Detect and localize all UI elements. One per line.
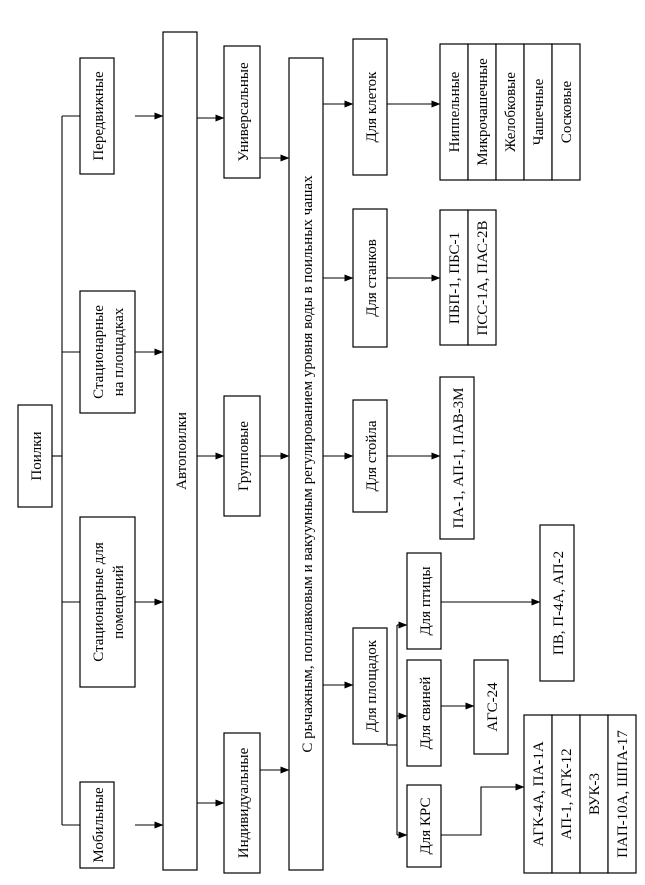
type-indoor-line1: Стационарные для [91,542,107,662]
purpose-sites-label: Для площадок [364,639,380,732]
purpose-cages-label: Для клеток [364,71,380,143]
auto-drinkers-node: Автопоилки [162,31,198,871]
root-label: Поилки [29,431,45,480]
purpose-stall: Для стойла [352,399,388,513]
type-portable-label: Передвижные [91,71,107,161]
purpose-sites: Для площадок [352,627,388,745]
type-site: Стационарные на площадках [79,290,136,414]
animal-cattle: Для КРС [406,784,442,868]
models-cattle: АГК-4А, ПА-1А АП-1, АГК-12 ВУК-3 ПАП-10А… [523,714,637,874]
kind-group-label: Групповые [236,421,252,491]
type-site-line1: Стационарные [91,305,107,399]
model-machines-2: ПСС-1А, ПАС-2В [475,220,491,335]
animal-birds-label: Для птицы [418,566,434,635]
model-cattle-1: АГК-4А, ПА-1А [531,741,547,846]
kind-individual: Индивидуальные [223,732,261,874]
type-mobile-label: Мобильные [91,787,107,863]
regulation-node: С рычажным, поплавковым и вакуумным регу… [288,57,324,871]
model-cages-4: Чашечные [531,78,547,145]
models-cages: Ниппельные Микрочашечные Желобковые Чаше… [439,43,581,181]
model-stall: ПА-1, АП-1, ПАВ-3М [451,388,467,529]
model-cages-5: Сосковые [559,80,575,143]
type-portable: Передвижные [79,57,115,175]
model-cattle-3: ВУК-3 [587,773,603,815]
model-cages-1: Ниппельные [447,71,463,152]
purpose-machines-label: Для станков [364,239,380,317]
auto-drinkers-label: Автопоилки [174,412,190,490]
type-mobile: Мобильные [79,781,115,869]
model-pigs: АГС-24 [485,682,501,732]
model-cattle-2: АП-1, АГК-12 [559,748,575,839]
animal-pigs-label: Для свиней [418,677,434,750]
model-machines-1: ПБП-1, ПБС-1 [447,232,463,324]
purpose-cages: Для клеток [352,38,388,176]
regulation-label: С рычажным, поплавковым и вакуумным регу… [300,175,316,753]
kind-individual-label: Индивидуальные [236,747,252,858]
model-cages-2: Микрочашечные [475,58,491,166]
models-stall: ПА-1, АП-1, ПАВ-3М [439,376,475,540]
models-pigs: АГС-24 [473,659,509,755]
animal-birds: Для птицы [406,552,442,650]
purpose-stall-label: Для стойла [364,420,380,491]
root-node: Поилки [17,404,53,508]
kind-universal-label: Универсальные [236,62,252,162]
purpose-machines: Для станков [352,208,388,348]
model-cages-3: Желобковые [503,72,519,152]
animal-pigs: Для свиней [406,659,442,767]
type-indoor-line2: помещений [111,565,127,639]
kind-universal: Универсальные [223,45,261,179]
model-cattle-4: ПАП-10А, ШПА-17 [615,730,631,858]
models-birds: ПВ, П-4А, АП-2 [539,524,575,682]
type-site-line2: на площадках [111,307,127,396]
connectors [52,100,541,839]
model-birds: ПВ, П-4А, АП-2 [551,551,567,655]
animal-cattle-label: Для КРС [418,798,434,855]
type-indoor: Стационарные для помещений [79,516,136,688]
kind-group: Групповые [223,395,261,517]
models-machines: ПБП-1, ПБС-1 ПСС-1А, ПАС-2В [439,209,497,346]
